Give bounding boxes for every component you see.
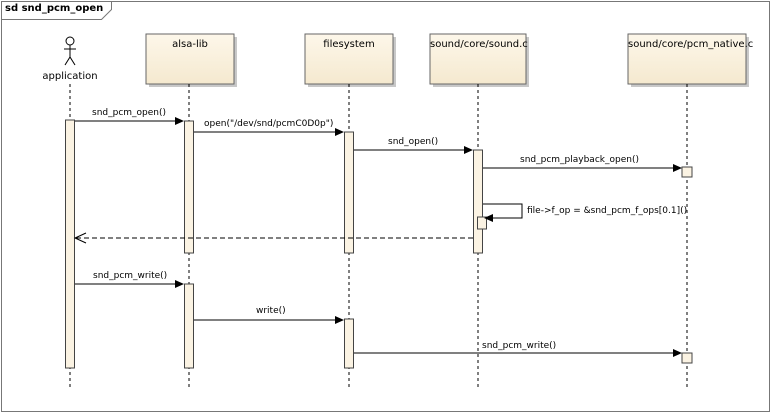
message-6-label: snd_pcm_write() xyxy=(93,271,168,281)
message-0-label: snd_pcm_open() xyxy=(92,108,167,118)
message-0-arrowhead xyxy=(175,117,184,125)
actor-leg-right xyxy=(69,56,76,66)
message-2-label: snd_open() xyxy=(388,137,439,147)
activation-pcm_native-8 xyxy=(681,352,693,364)
message-2-arrowhead xyxy=(464,146,473,154)
activation-sound-5 xyxy=(473,149,483,254)
activation-pcm_native-7 xyxy=(681,166,693,178)
message-8-arrowhead xyxy=(673,349,682,357)
actor-head xyxy=(65,36,75,46)
activation-filesystem-3 xyxy=(344,131,354,254)
lifeline-label-application: application xyxy=(42,71,98,82)
lifeline-box-sound xyxy=(429,33,527,85)
lifeline-label-filesystem: filesystem xyxy=(323,39,375,50)
message-3-label: snd_pcm_playback_open() xyxy=(520,155,639,165)
lifeline-label-alsa-lib: alsa-lib xyxy=(172,39,208,50)
message-3-arrowhead xyxy=(673,164,682,172)
activation-alsa-lib-2 xyxy=(184,283,194,369)
lifeline-label-pcm_native: sound/core/pcm_native.c xyxy=(628,39,754,50)
message-5-arrowhead xyxy=(73,232,87,244)
lifeline-label-sound: sound/core/sound.c xyxy=(430,39,528,50)
message-7-label: write() xyxy=(256,306,286,316)
actor-leg-left xyxy=(64,56,71,66)
activation-application-0 xyxy=(65,119,75,369)
lifeline-box-alsa-lib xyxy=(145,33,235,85)
message-4-label: file->f_op = &snd_pcm_f_ops[0.1]() xyxy=(527,206,688,216)
message-1-label: open("/dev/snd/pcmC0D0p") xyxy=(204,119,334,129)
activation-filesystem-4 xyxy=(344,318,354,369)
frame-title-tab xyxy=(1,1,112,20)
message-6-arrowhead xyxy=(175,280,184,288)
message-7-arrowhead xyxy=(335,316,344,324)
message-4-arrowhead xyxy=(484,214,493,222)
message-1-arrowhead xyxy=(335,128,344,136)
message-4-line xyxy=(483,203,523,219)
frame-title: sd snd_pcm_open xyxy=(5,3,104,14)
activation-sound-6 xyxy=(477,216,487,230)
message-8-label: snd_pcm_write() xyxy=(482,341,557,351)
activation-alsa-lib-1 xyxy=(184,120,194,254)
lifeline-box-pcm_native xyxy=(627,33,747,85)
actor-application xyxy=(64,36,76,66)
